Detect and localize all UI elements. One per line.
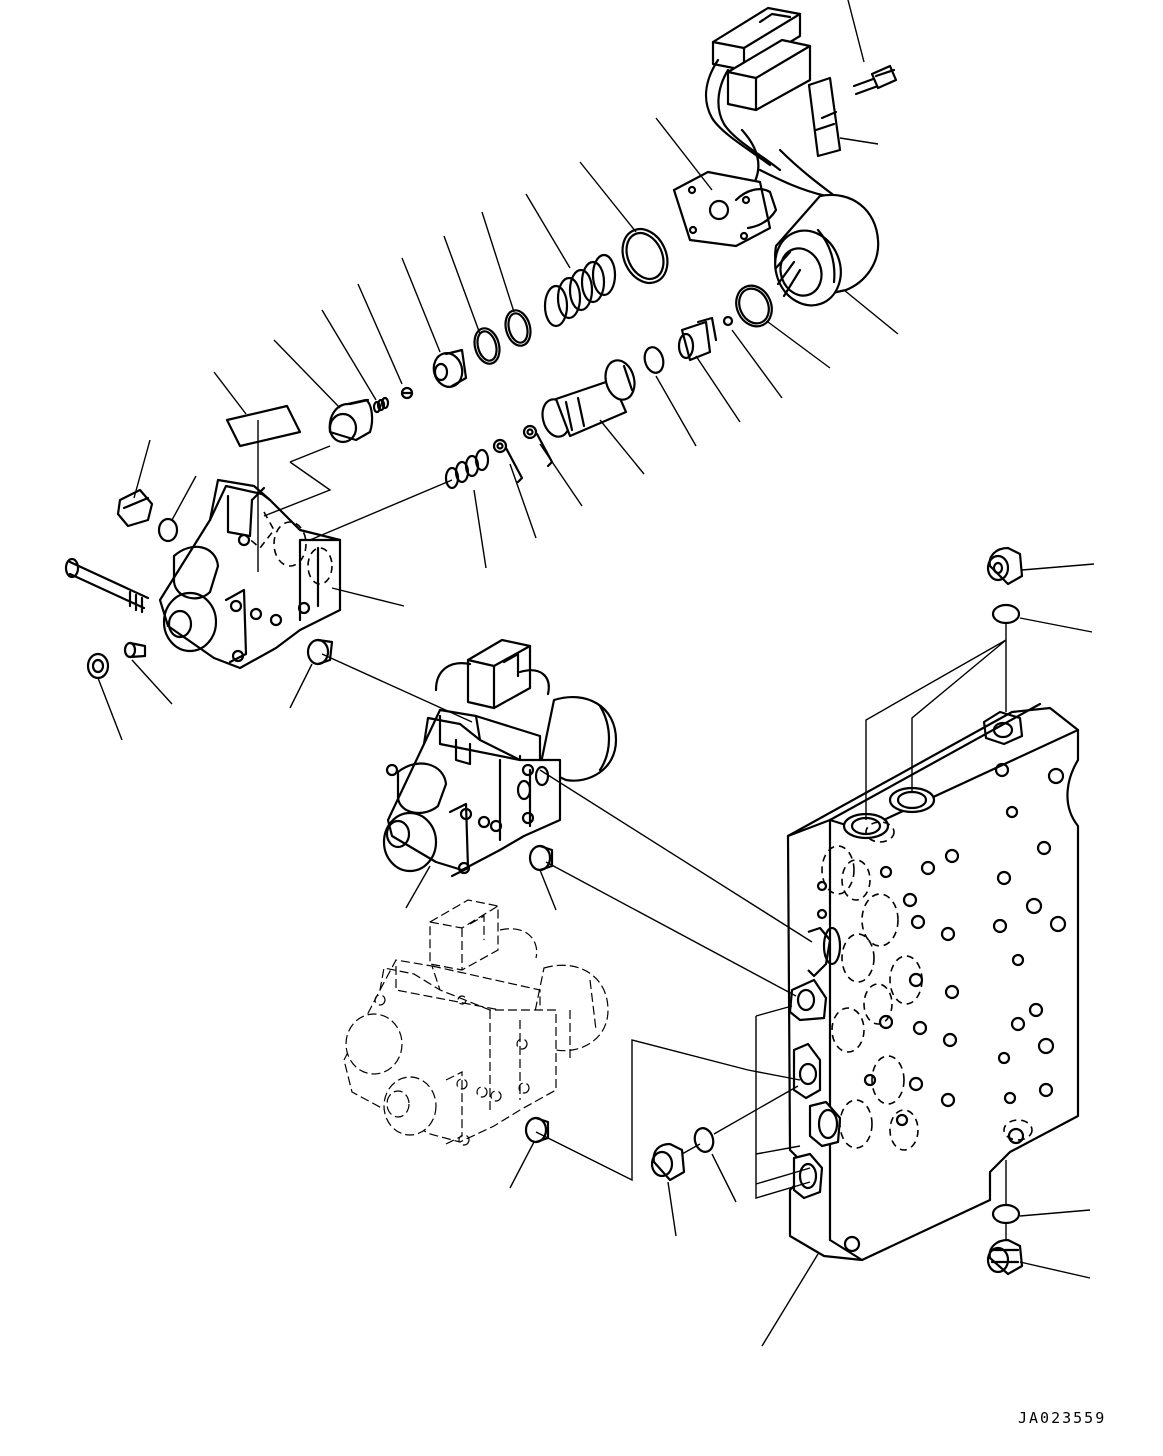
- proportional-solenoid: [774, 193, 880, 307]
- spring-seat: [432, 348, 468, 388]
- solenoid-connector-harness: [705, 6, 842, 202]
- shim-ring-2: [473, 327, 501, 365]
- plate-plug-top: [986, 546, 1024, 586]
- solenoid-valve-assembly: [382, 638, 618, 878]
- sleeve-plug: [677, 316, 718, 362]
- connector-mounting-bolt: [852, 64, 898, 96]
- name-label-plate: [225, 404, 302, 448]
- plate-o-ring-top: [991, 603, 1021, 625]
- plate-o-ring-bottom: [991, 1203, 1021, 1225]
- body-plug-upper-left: [116, 488, 154, 528]
- valve-spool-ball: [400, 386, 414, 400]
- leader-lines: [97, 0, 1095, 1347]
- valve-spring-large: [543, 253, 617, 328]
- plate-plug-bottom: [986, 1238, 1024, 1276]
- solenoid-flange-plate: [672, 170, 778, 248]
- steel-ball: [722, 315, 734, 327]
- plug-nut-lower-left: [86, 652, 110, 680]
- o-ring-body-upper-left: [157, 517, 179, 543]
- solenoid-o-ring: [735, 284, 773, 328]
- drawing-id-label: JA023559: [1018, 1409, 1107, 1427]
- assembly-plug-nut: [528, 844, 554, 872]
- o-ring-large: [621, 228, 669, 284]
- set-screw-lower-left: [123, 641, 147, 659]
- plug-with-o-ring: [328, 398, 374, 444]
- valve-body-upper: [158, 478, 342, 670]
- control-valve-spool: [541, 359, 636, 438]
- body-plug-nut: [306, 638, 334, 666]
- retaining-pin-2: [492, 438, 524, 484]
- o-ring-small-upper: [643, 346, 665, 374]
- lower-plug: [650, 1142, 686, 1182]
- return-spring: [444, 448, 490, 490]
- assembly-lines: [257, 420, 1007, 1240]
- phantom-valve-assembly: [343, 899, 609, 1146]
- small-spring: [372, 396, 390, 414]
- o-ring-lower: [693, 1127, 715, 1153]
- shim-ring-1: [504, 309, 532, 347]
- phantom-plug-nut: [524, 1116, 550, 1144]
- main-valve-body-plate: [786, 702, 1080, 1262]
- long-tie-bolt: [64, 557, 150, 614]
